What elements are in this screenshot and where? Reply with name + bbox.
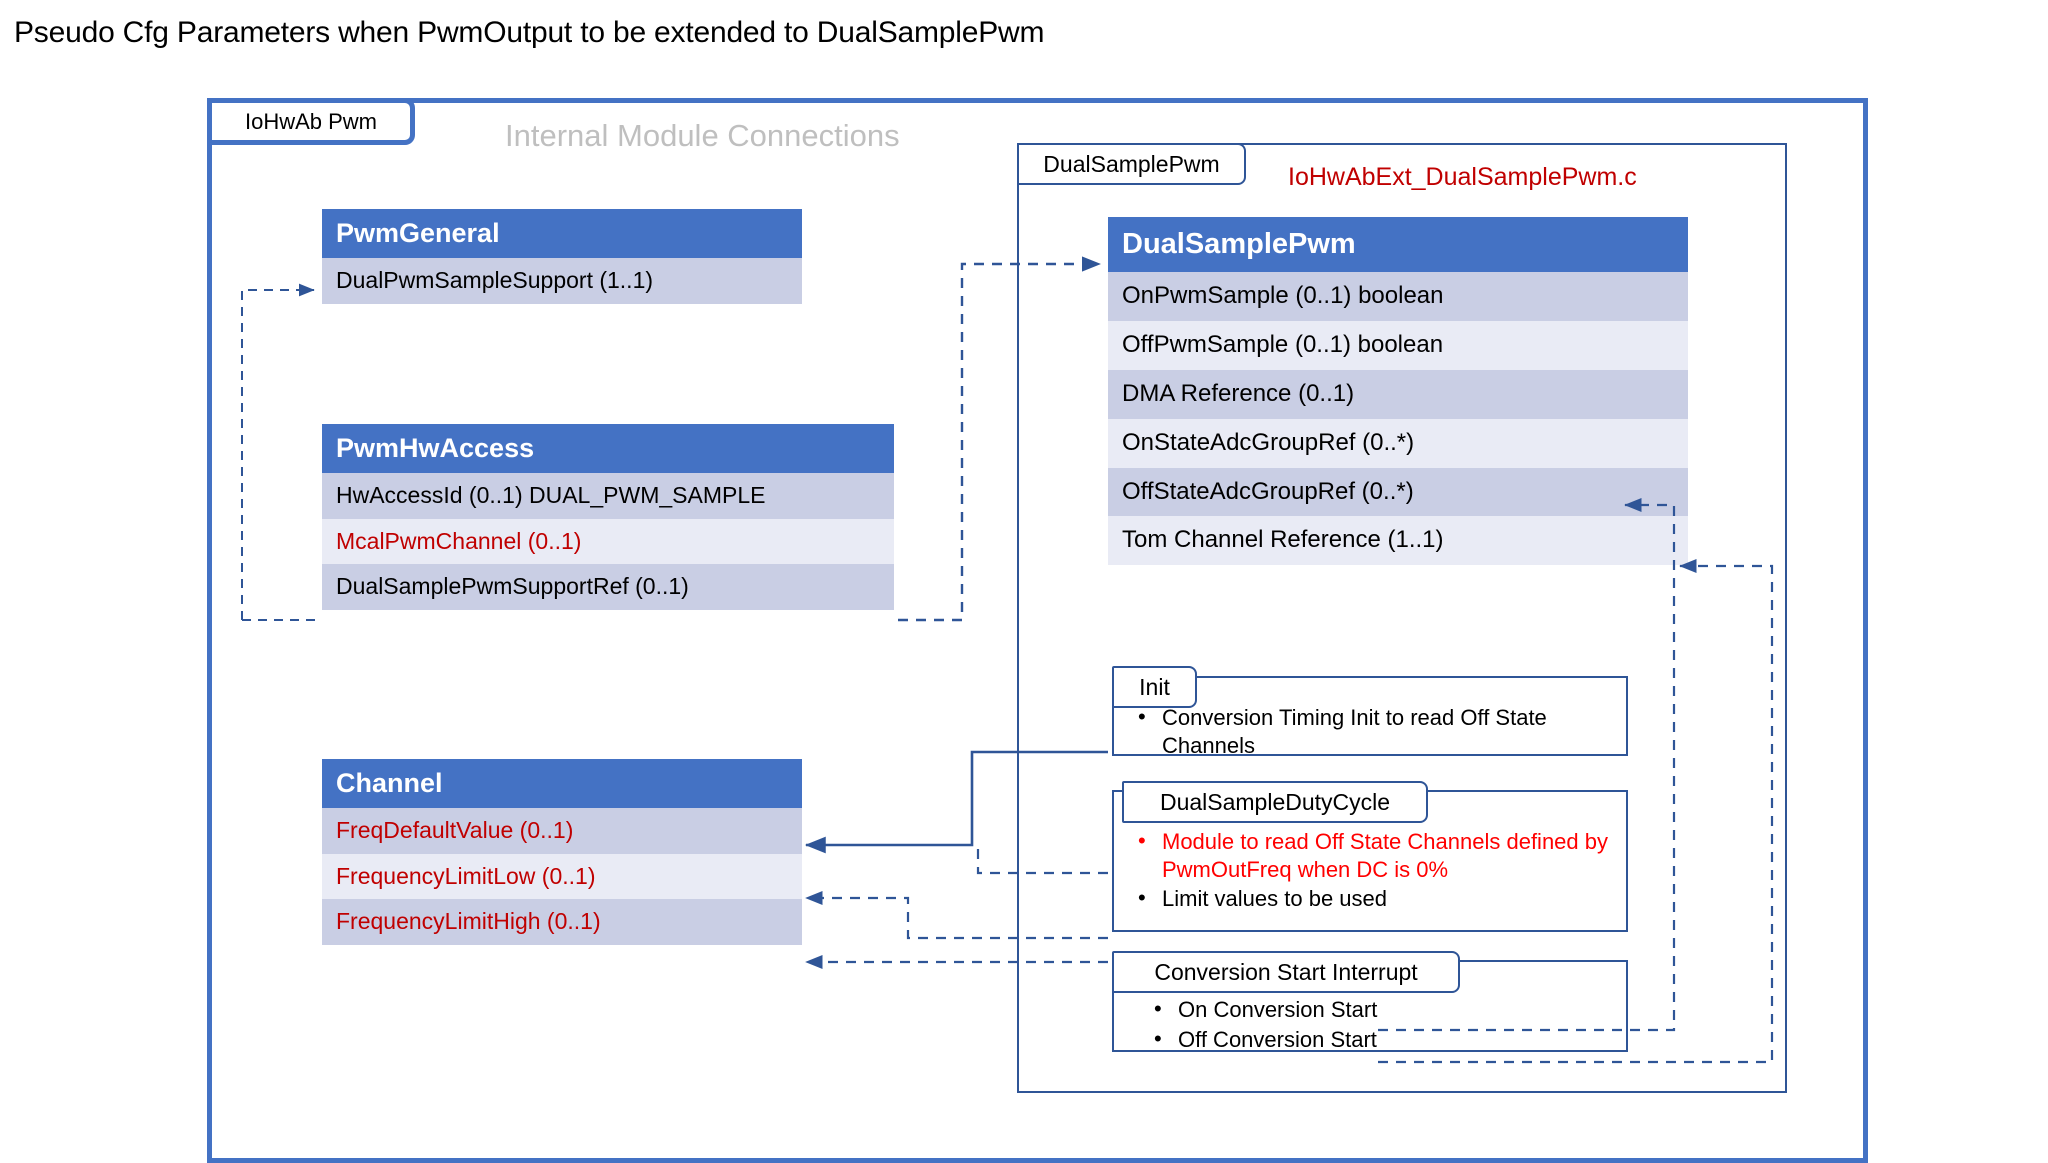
note-tab-dualsampledutycycle: DualSampleDutyCycle [1122,781,1428,823]
note-tab-label-init: Init [1139,673,1170,700]
class-title-pwmhwaccess: PwmHwAccess [322,424,894,474]
note-body-conversionstartinterrupt: On Conversion Start Off Conversion Start [1114,962,1626,1063]
class-box-channel: Channel FreqDefaultValue (0..1) Frequenc… [322,759,802,945]
class-row: HwAccessId (0..1) DUAL_PWM_SAMPLE [322,473,894,519]
note-bullet: Conversion Timing Init to read Off State… [1132,703,1612,759]
class-row: OnPwmSample (0..1) boolean [1108,272,1688,322]
outer-package-tab: IoHwAb Pwm [207,98,415,145]
class-row: McalPwmChannel (0..1) [322,518,894,565]
source-file-label: IoHwAbExt_DualSamplePwm.c [1288,163,1637,191]
class-box-pwmgeneral: PwmGeneral DualPwmSampleSupport (1..1) [322,209,802,304]
inner-package-tab: DualSamplePwm [1017,143,1246,185]
class-title-channel: Channel [322,759,802,809]
class-row: OffStateAdcGroupRef (0..*) [1108,467,1688,517]
note-bullet: On Conversion Start [1132,995,1612,1024]
class-row: DMA Reference (0..1) [1108,369,1688,419]
note-bullet: Module to read Off State Channels define… [1132,827,1612,883]
class-row: OnStateAdcGroupRef (0..*) [1108,418,1688,468]
note-tab-conversionstartinterrupt: Conversion Start Interrupt [1112,951,1460,993]
note-bullet-list: Conversion Timing Init to read Off State… [1132,703,1612,759]
class-row: DualSamplePwmSupportRef (0..1) [322,564,894,610]
class-row: FrequencyLimitHigh (0..1) [322,899,802,945]
note-tab-label-conversionstartinterrupt: Conversion Start Interrupt [1154,958,1418,985]
class-row: Tom Channel Reference (1..1) [1108,516,1688,566]
class-box-pwmhwaccess: PwmHwAccess HwAccessId (0..1) DUAL_PWM_S… [322,424,894,610]
class-row: FrequencyLimitLow (0..1) [322,853,802,900]
inner-package-tab-label: DualSamplePwm [1043,150,1220,177]
note-bullet: Limit values to be used [1132,884,1612,913]
watermark-text: Internal Module Connections [505,118,900,153]
note-bullet-list: On Conversion Start Off Conversion Start [1132,995,1612,1054]
class-row: OffPwmSample (0..1) boolean [1108,321,1688,370]
class-title-dualsamplepwm: DualSamplePwm [1108,217,1688,273]
note-bullet-list: Module to read Off State Channels define… [1132,827,1612,913]
class-box-dualsamplepwm: DualSamplePwm OnPwmSample (0..1) boolean… [1108,217,1688,566]
note-tab-label-dualsampledutycycle: DualSampleDutyCycle [1159,788,1391,815]
class-row: DualPwmSampleSupport (1..1) [322,258,802,304]
page-title: Pseudo Cfg Parameters when PwmOutput to … [14,16,1045,49]
note-tab-init: Init [1112,666,1197,708]
class-title-pwmgeneral: PwmGeneral [322,209,802,259]
outer-package-tab-label: IoHwAb Pwm [244,108,378,134]
class-row: FreqDefaultValue (0..1) [322,808,802,854]
note-bullet: Off Conversion Start [1132,1025,1612,1054]
